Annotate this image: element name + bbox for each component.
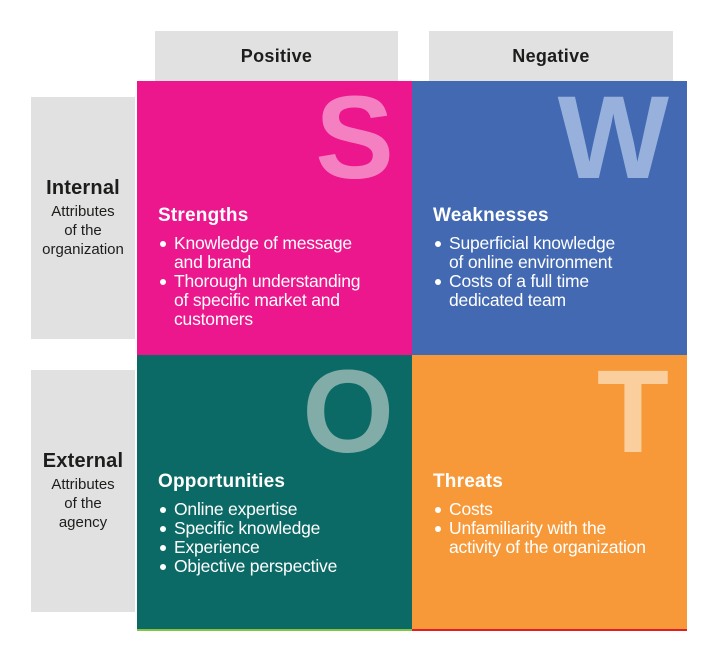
opportunities-underline [137, 629, 412, 631]
opportunities-content: Opportunities Online expertise Specific … [158, 471, 406, 576]
opportunities-letter: O [302, 346, 394, 478]
bullet-item: Online expertise [158, 500, 406, 519]
threats-underline [412, 629, 687, 631]
bullet-text: Unfamiliarity with the activity of the o… [449, 518, 646, 557]
column-header-negative-label: Negative [512, 45, 590, 66]
bullet-text: Costs of a full time dedicated team [449, 271, 589, 310]
quadrant-weaknesses: W Weaknesses Superficial knowledge of on… [412, 72, 687, 355]
row-label-internal: Internal Attributes of the organization [31, 97, 135, 339]
bullet-item: Specific knowledge [158, 519, 406, 538]
quadrant-opportunities: O Opportunities Online expertise Specifi… [137, 346, 412, 629]
bullet-text: Thorough understanding of specific marke… [174, 271, 361, 329]
row-label-external-title: External [42, 450, 124, 472]
column-header-positive: Positive [155, 31, 398, 81]
bullet-item: Unfamiliarity with the activity of the o… [433, 519, 681, 557]
bullet-item: Knowledge of message and brand [158, 234, 406, 272]
bullet-item: Costs [433, 500, 681, 519]
weaknesses-content: Weaknesses Superficial knowledge of onli… [433, 205, 681, 310]
bullet-text: Experience [174, 537, 260, 557]
weaknesses-title: Weaknesses [433, 205, 549, 226]
row-label-external-subtitle: Attributes of the agency [51, 476, 115, 531]
row-label-internal-subtitle: Attributes of the organization [42, 203, 124, 258]
opportunities-bullet-list: Online expertise Specific knowledge Expe… [158, 500, 406, 576]
bullet-dot [160, 545, 166, 551]
row-label-external: External Attributes of the agency [31, 370, 135, 612]
threats-bullet-list: Costs Unfamiliarity with the activity of… [433, 500, 681, 557]
bullet-text: Superficial knowledge of online environm… [449, 233, 616, 272]
strengths-content: Strengths Knowledge of message and brand… [158, 205, 406, 329]
threats-content: Threats Costs Unfamiliarity with the act… [433, 471, 681, 557]
threats-letter: T [596, 346, 669, 478]
quadrant-strengths: S Strengths Knowledge of message and bra… [137, 72, 412, 355]
bullet-dot [160, 279, 166, 285]
bullet-dot [160, 507, 166, 513]
bullet-item: Superficial knowledge of online environm… [433, 234, 681, 272]
opportunities-title: Opportunities [158, 471, 286, 492]
column-header-negative: Negative [429, 31, 673, 81]
bullet-item: Experience [158, 538, 406, 557]
bullet-item: Costs of a full time dedicated team [433, 272, 681, 310]
threats-title: Threats [433, 471, 504, 492]
row-label-internal-title: Internal [46, 177, 120, 199]
bullet-text: Objective perspective [174, 556, 338, 576]
strengths-bullet-list: Knowledge of message and brand Thorough … [158, 234, 406, 329]
bullet-dot [435, 241, 441, 247]
bullet-text: Costs [449, 499, 493, 519]
bullet-text: Online expertise [174, 499, 298, 519]
bullet-item: Thorough understanding of specific marke… [158, 272, 406, 329]
bullet-dot [160, 564, 166, 570]
bullet-dot [435, 526, 441, 532]
bullet-dot [160, 241, 166, 247]
strengths-title: Strengths [158, 205, 249, 226]
bullet-text: Specific knowledge [174, 518, 321, 538]
column-header-positive-label: Positive [240, 45, 313, 66]
quadrant-threats: T Threats Costs Unfamiliarity with the a… [412, 346, 687, 629]
strengths-letter: S [315, 72, 394, 204]
bullet-dot [160, 526, 166, 532]
bullet-text: Knowledge of message and brand [174, 233, 352, 272]
bullet-dot [435, 279, 441, 285]
bullet-item: Objective perspective [158, 557, 406, 576]
bullet-dot [435, 507, 441, 513]
weaknesses-bullet-list: Superficial knowledge of online environm… [433, 234, 681, 310]
weaknesses-letter: W [557, 72, 669, 204]
